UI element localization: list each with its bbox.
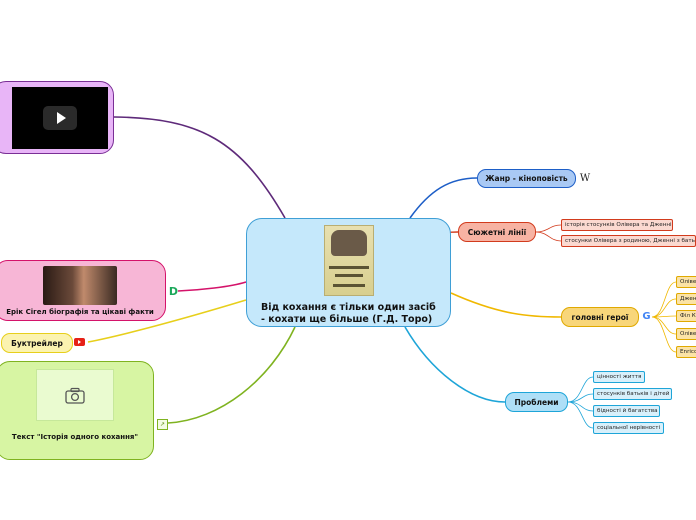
- dictionary-d-icon[interactable]: D: [168, 285, 179, 298]
- movie-poster-image: [323, 225, 374, 296]
- trailer-topic[interactable]: Буктрейлер: [1, 333, 73, 353]
- connector-video: [113, 116, 286, 219]
- hero-item-1[interactable]: Олівер: [676, 276, 696, 288]
- hero-item-5[interactable]: Enrico: [676, 346, 696, 358]
- problem-item-3[interactable]: бідності й багатства: [593, 405, 660, 417]
- central-topic[interactable]: Від кохання є тільки один засіб - кохати…: [246, 218, 451, 327]
- hero-item-4[interactable]: Олівер: [676, 328, 696, 340]
- bio-topic-label: Ерік Сігел біографія та цікаві факти: [6, 308, 154, 316]
- youtube-icon[interactable]: [74, 338, 85, 346]
- heroes-topic[interactable]: головні герої: [561, 307, 639, 327]
- external-link-icon[interactable]: ↗: [157, 419, 168, 430]
- problem-item-1[interactable]: цінності життя: [593, 371, 645, 383]
- trailer-topic-label: Буктрейлер: [11, 338, 63, 348]
- connector-text: [167, 326, 296, 424]
- plot-item-2[interactable]: стосунки Олівера з родиною, Дженні з бат…: [561, 235, 696, 247]
- plot-topic[interactable]: Сюжетні лінії: [458, 222, 536, 242]
- plot-item-1[interactable]: історія стосунків Олівера та Дженні: [561, 219, 673, 231]
- google-icon[interactable]: G: [642, 311, 651, 322]
- author-photo: [43, 266, 117, 305]
- video-topic[interactable]: [0, 81, 114, 154]
- hero-item-3[interactable]: Філ К: [676, 310, 696, 322]
- problems-topic-label: Проблеми: [514, 397, 559, 407]
- plot-topic-label: Сюжетні лінії: [467, 227, 527, 237]
- connector-problems: [404, 326, 506, 403]
- connector-bio: [177, 281, 247, 292]
- genre-topic[interactable]: Жанр - кіноповість: [477, 169, 576, 188]
- problem-item-2[interactable]: стосунків батьків і дітей: [593, 388, 672, 400]
- video-thumbnail[interactable]: [12, 86, 108, 149]
- connector-genre: [409, 177, 478, 219]
- problem-item-4[interactable]: соціальної нерівності: [593, 422, 664, 434]
- bio-topic[interactable]: Ерік Сігел біографія та цікаві факти: [0, 260, 166, 321]
- text-topic[interactable]: Текст "Історія одного кохання": [0, 361, 154, 460]
- connector-trailer: [87, 299, 247, 343]
- wikipedia-icon[interactable]: W: [579, 172, 591, 184]
- image-placeholder: [36, 369, 114, 421]
- hero-item-2[interactable]: Дженні: [676, 293, 696, 305]
- genre-topic-label: Жанр - кіноповість: [485, 174, 568, 183]
- play-icon[interactable]: [43, 105, 77, 130]
- connector-heroes: [450, 292, 562, 318]
- heroes-topic-label: головні герої: [571, 312, 629, 322]
- camera-icon: [65, 387, 85, 404]
- text-topic-label: Текст "Історія одного кохання": [11, 433, 139, 441]
- problems-topic[interactable]: Проблеми: [505, 392, 568, 412]
- central-topic-title: Від кохання є тільки один засіб - кохати…: [261, 302, 436, 325]
